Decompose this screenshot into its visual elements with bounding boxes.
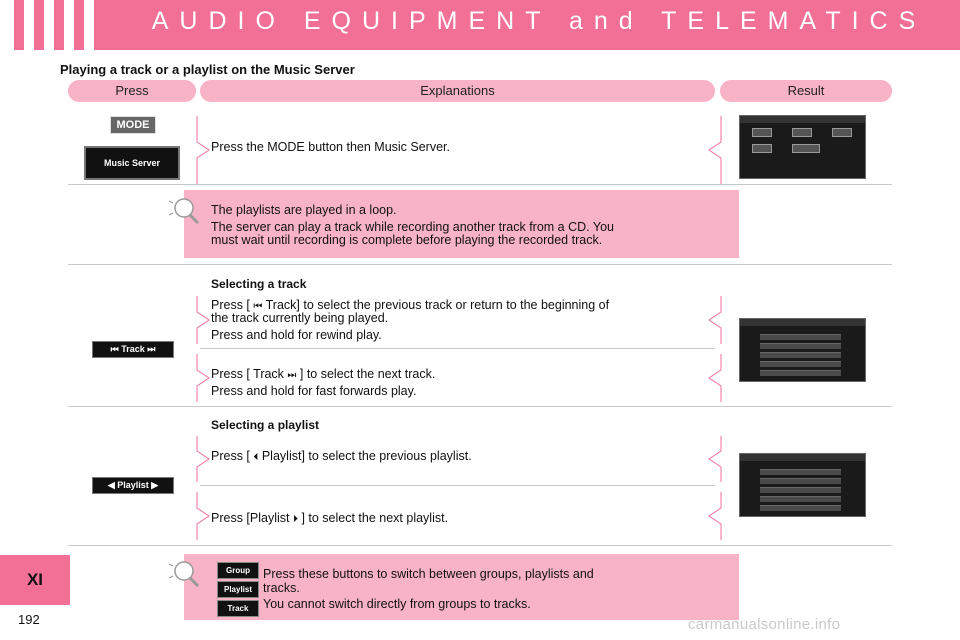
screen-list-row	[760, 505, 841, 511]
magnifier-icon	[168, 561, 200, 588]
screen-list-row	[760, 370, 841, 376]
playlist-mode-button[interactable]: Playlist	[217, 581, 259, 598]
screen-list-row	[760, 343, 841, 349]
screen-button	[792, 144, 820, 153]
chevron-connector	[196, 436, 210, 482]
chevron-connector	[196, 296, 210, 344]
playlist-prev-explanation: Press [ ⏴ Playlist] to select the previo…	[211, 449, 472, 463]
screen-list-row	[760, 352, 841, 358]
track-prev-explanation: Press and hold for rewind play.	[211, 328, 382, 342]
result-screenshot-track	[739, 318, 866, 382]
playlist-button[interactable]: ◀ Playlist ▶	[92, 477, 174, 494]
track-next-explanation: Press [ Track ⏭ ] to select the next tra…	[211, 367, 436, 381]
screen-status-bar	[740, 319, 865, 326]
note-text: The playlists are played in a loop.	[211, 203, 397, 217]
chevron-connector	[708, 354, 722, 402]
screen-button	[752, 128, 772, 137]
note-text: The server can play a track while record…	[211, 220, 614, 234]
note-text: You cannot switch directly from groups t…	[263, 597, 531, 611]
screen-list-row	[760, 496, 841, 502]
note-text: Press these buttons to switch between gr…	[263, 567, 594, 581]
row-divider	[68, 264, 892, 265]
next-track-icon: ⏭	[287, 370, 297, 381]
header-stripes	[0, 0, 120, 50]
row-divider	[68, 184, 892, 185]
chevron-connector	[708, 492, 722, 540]
screen-list-row	[760, 469, 841, 475]
header-stripe	[54, 0, 64, 50]
info-note	[184, 190, 739, 258]
note-text: tracks.	[263, 581, 300, 595]
column-header-result: Result	[720, 80, 892, 102]
track-next-explanation: Press and hold for fast forwards play.	[211, 384, 417, 398]
screen-button	[752, 144, 772, 153]
screen-status-bar	[740, 454, 865, 461]
music-server-button[interactable]: Music Server	[84, 146, 180, 180]
header-bar	[118, 0, 960, 50]
header-stripe	[34, 0, 44, 50]
chevron-connector	[196, 116, 210, 184]
screen-list-row	[760, 361, 841, 367]
info-note	[184, 554, 739, 620]
screen-button	[792, 128, 812, 137]
result-screenshot-playlist	[739, 453, 866, 517]
chapter-tab: XI	[0, 555, 70, 605]
track-section-heading: Selecting a track	[211, 277, 307, 291]
playlist-next-explanation: Press [Playlist ⏵ ] to select the next p…	[211, 511, 449, 525]
column-header-press: Press	[68, 80, 196, 102]
previous-playlist-icon: ⏴	[253, 452, 259, 463]
screen-list-row	[760, 478, 841, 484]
track-prev-explanation: the track currently being played.	[211, 311, 389, 325]
track-prev-explanation: Press [ ⏮ Track] to select the previous …	[211, 298, 610, 312]
header-stripe	[94, 0, 118, 50]
row-divider	[200, 485, 715, 486]
row-divider	[68, 545, 892, 546]
column-header-explanations: Explanations	[200, 80, 715, 102]
track-mode-button[interactable]: Track	[217, 600, 259, 617]
chevron-connector	[196, 492, 210, 540]
screen-status-bar	[740, 116, 865, 123]
chevron-connector	[196, 354, 210, 402]
previous-track-icon: ⏮	[253, 301, 263, 312]
result-screenshot-music-server	[739, 115, 866, 179]
header-stripe	[74, 0, 84, 50]
chevron-connector	[708, 116, 722, 184]
section-title: Playing a track or a playlist on the Mus…	[60, 62, 355, 77]
header-stripe	[14, 0, 24, 50]
playlist-section-heading: Selecting a playlist	[211, 418, 320, 432]
mode-button[interactable]: MODE	[110, 116, 156, 134]
note-text: must wait until recording is complete be…	[211, 233, 603, 247]
page-number: 192	[18, 612, 40, 627]
row1-explanation: Press the MODE button then Music Server.	[211, 140, 450, 154]
page-header-title: AUDIO EQUIPMENT and TELEMATICS	[151, 7, 927, 35]
row-divider	[200, 348, 715, 349]
watermark: carmanualsonline.info	[688, 616, 841, 633]
magnifier-icon	[168, 198, 200, 225]
chevron-connector	[708, 296, 722, 344]
group-button[interactable]: Group	[217, 562, 259, 579]
screen-list-row	[760, 487, 841, 493]
next-playlist-icon: ⏵	[292, 514, 298, 525]
track-button[interactable]: ⏮ Track ⏭	[92, 341, 174, 358]
row-divider	[68, 406, 892, 407]
chevron-connector	[708, 436, 722, 482]
screen-button	[832, 128, 852, 137]
screen-list-row	[760, 334, 841, 340]
